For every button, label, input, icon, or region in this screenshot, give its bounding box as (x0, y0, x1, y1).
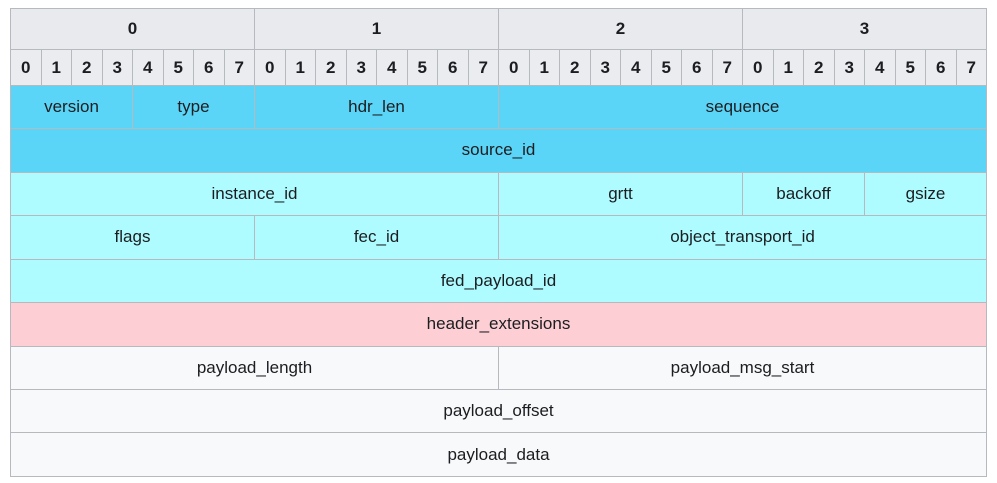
field-type: type (132, 84, 255, 130)
field-gsize: gsize (864, 171, 987, 217)
bit-header-cell: 1 (528, 49, 560, 86)
field-object-transport-id: object_transport_id (498, 215, 987, 260)
bit-header-cell: 1 (40, 49, 72, 86)
bit-header-cell: 6 (193, 49, 225, 86)
bit-header-cell: 2 (71, 49, 103, 86)
packet-field-row: payload_offset (10, 388, 987, 434)
bit-header-cell: 4 (132, 49, 164, 86)
bit-header-cell: 0 (498, 49, 530, 86)
bit-header-cell: 3 (101, 49, 133, 86)
field-flags: flags (10, 215, 255, 260)
bit-header-cell: 1 (772, 49, 804, 86)
field-sequence: sequence (498, 84, 987, 130)
bit-header-cell: 2 (315, 49, 347, 86)
packet-field-row: source_id (10, 128, 987, 173)
byte-header-cell: 3 (742, 7, 987, 51)
field-header-extensions: header_extensions (10, 302, 987, 347)
bit-header-cell: 0 (742, 49, 774, 86)
bit-header-cell: 2 (559, 49, 591, 86)
bit-header-cell: 2 (803, 49, 835, 86)
bit-header-cell: 6 (437, 49, 469, 86)
field-backoff: backoff (742, 171, 865, 217)
bit-header-cell: 5 (162, 49, 194, 86)
byte-header-cell: 2 (498, 7, 743, 51)
bit-header-cell: 4 (620, 49, 652, 86)
field-payload-offset: payload_offset (10, 388, 987, 434)
field-source-id: source_id (10, 128, 987, 173)
field-payload-length: payload_length (10, 345, 499, 390)
bit-header-cell: 6 (681, 49, 713, 86)
bit-header-cell: 4 (376, 49, 408, 86)
field-fec-id: fec_id (254, 215, 499, 260)
bit-header-cell: 5 (894, 49, 926, 86)
bit-header-cell: 7 (955, 49, 987, 86)
field-instance-id: instance_id (10, 171, 499, 217)
field-version: version (10, 84, 133, 130)
bit-header-cell: 5 (650, 49, 682, 86)
bit-header-cell: 7 (467, 49, 499, 86)
bit-header-cell: 0 (254, 49, 286, 86)
field-hdr-len: hdr_len (254, 84, 499, 130)
bit-header-cell: 0 (10, 49, 42, 86)
bit-header-cell: 7 (223, 49, 255, 86)
bit-header-cell: 1 (284, 49, 316, 86)
packet-field-row: payload_data (10, 432, 987, 477)
bit-header-cell: 6 (925, 49, 957, 86)
bit-header-cell: 3 (345, 49, 377, 86)
bit-header-cell: 4 (864, 49, 896, 86)
packet-field-row: header_extensions (10, 302, 987, 347)
bit-header-cell: 5 (406, 49, 438, 86)
byte-header-cell: 0 (10, 7, 255, 51)
bit-header-cell: 3 (589, 49, 621, 86)
bit-header-cell: 3 (833, 49, 865, 86)
byte-header-cell: 1 (254, 7, 499, 51)
field-payload-msg-start: payload_msg_start (498, 345, 987, 390)
field-grtt: grtt (498, 171, 743, 217)
field-fed-payload-id: fed_payload_id (10, 258, 987, 304)
bit-header-cell: 7 (711, 49, 743, 86)
field-payload-data: payload_data (10, 432, 987, 477)
packet-field-row: fed_payload_id (10, 258, 987, 304)
